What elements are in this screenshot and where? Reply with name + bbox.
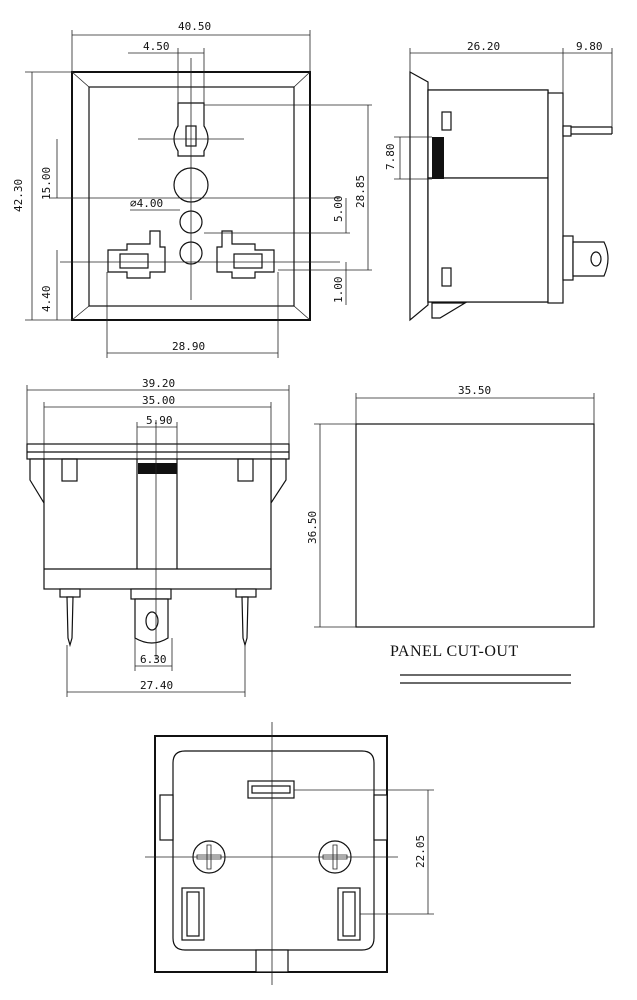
dim-flange-width: 39.20 <box>142 377 175 390</box>
side-back-plate <box>547 92 564 304</box>
dim-slot-height: 7.80 <box>384 144 397 171</box>
rear-view: 22.05 <box>145 722 434 985</box>
dim-top-offset: 15.00 <box>40 167 53 200</box>
dim-pin-spacing: 27.40 <box>140 679 173 692</box>
bottom-tab <box>134 598 169 644</box>
rear-terminal-top <box>247 780 295 799</box>
dim-bottom-span: 28.90 <box>172 340 205 353</box>
dim-small-gap: 1.00 <box>332 277 345 304</box>
dim-body-width: 35.00 <box>142 394 175 407</box>
dim-side-depth: 26.20 <box>467 40 500 53</box>
front-inner-frame <box>88 86 295 307</box>
panel-cutout-view: 35.50 36.50 PANEL CUT-OUT <box>306 384 595 684</box>
dim-tab-width: 6.30 <box>140 653 167 666</box>
front-view: 40.50 4.50 42.30 15.00 ⌀4.00 4.40 28.85 … <box>12 20 372 358</box>
dim-hole-spacing: 5.00 <box>332 196 345 223</box>
right-contact-slot <box>233 253 263 269</box>
side-flange <box>409 70 429 322</box>
dim-overall-height: 42.30 <box>12 179 25 212</box>
side-slot-dark <box>432 137 444 179</box>
dim-bottom-offset: 4.40 <box>40 286 53 313</box>
side-latch <box>431 302 468 319</box>
dim-overall-width: 40.50 <box>178 20 211 33</box>
dim-hole-diameter: ⌀4.00 <box>130 197 163 210</box>
rear-terminal-right <box>337 887 361 941</box>
bottom-body <box>43 458 272 590</box>
side-view: 26.20 9.80 7.80 <box>384 40 613 322</box>
side-body-upper <box>427 89 549 179</box>
panel-cutout-rect <box>355 423 595 628</box>
dim-cutout-width: 35.50 <box>458 384 491 397</box>
dim-rear-vertical: 22.05 <box>414 835 427 868</box>
bottom-slot-dark <box>138 463 177 474</box>
dim-cutout-height: 36.50 <box>306 511 319 544</box>
rear-body <box>172 750 375 951</box>
dim-total-height: 28.85 <box>354 175 367 208</box>
left-contact-slot <box>119 253 149 269</box>
rear-terminal-left <box>181 887 205 941</box>
dim-top-pin-width: 4.50 <box>143 40 170 53</box>
side-body-lower <box>427 177 549 303</box>
panel-cutout-label: PANEL CUT-OUT <box>390 643 519 660</box>
bottom-view: 39.20 35.00 5.90 6.30 27.40 <box>26 377 290 697</box>
dim-top-pin-width-bottom: 5.90 <box>146 414 173 427</box>
dim-pin-length: 9.80 <box>576 40 603 53</box>
